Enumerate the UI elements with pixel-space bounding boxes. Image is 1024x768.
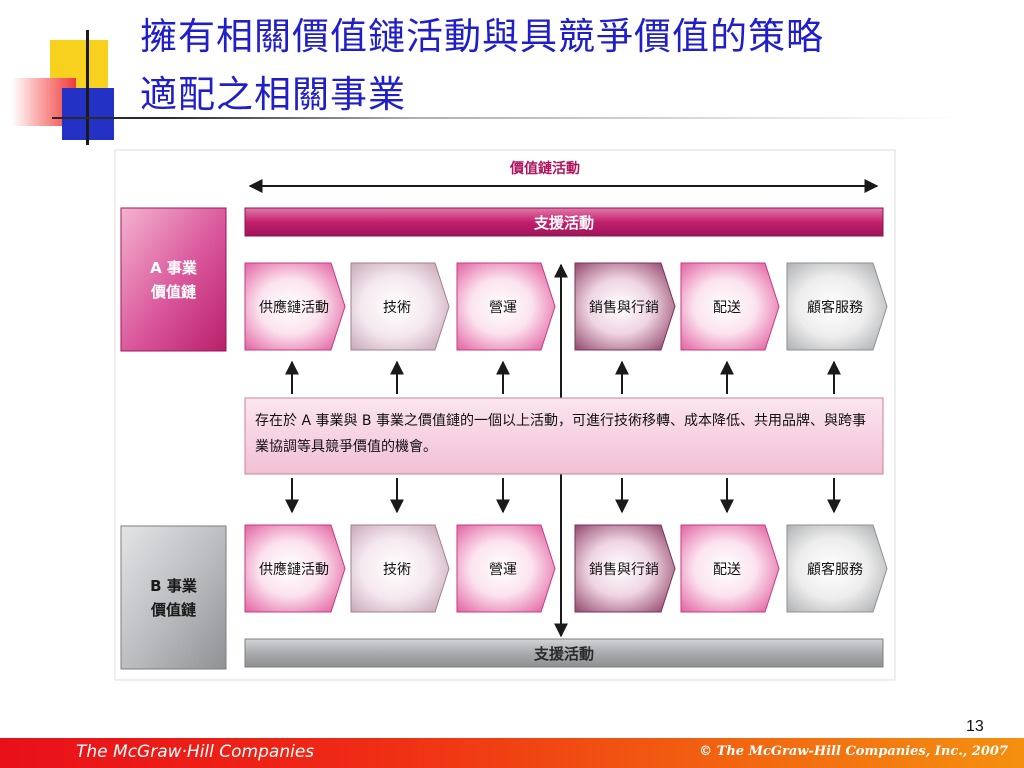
support-banner-bottom	[244, 638, 884, 668]
activity-a-chevron-sales-marketing	[574, 262, 676, 351]
activity-b-technology: 技術	[383, 561, 411, 578]
activity-a-chevron-customer-service	[786, 262, 888, 351]
slide-title-line-1: 擁有相關價值鏈活動與具競爭價值的策略	[140, 15, 824, 58]
activity-b-distribution: 配送	[713, 561, 741, 578]
activity-b-chevron-distribution	[680, 524, 780, 613]
activities-a-group	[244, 262, 888, 351]
support-banner-top	[244, 207, 884, 237]
decor-vertical-line	[86, 30, 89, 145]
activity-b-chevron-technology	[350, 524, 450, 613]
activity-a-distribution: 配送	[713, 299, 741, 316]
activity-link-arrows	[285, 360, 841, 514]
diagram-graphics	[114, 149, 896, 681]
business-b-box	[120, 525, 227, 670]
activity-b-chevron-operations	[456, 524, 556, 613]
business-a-box	[120, 207, 227, 352]
activity-a-customer-service: 顧客服務	[807, 299, 863, 316]
activity-a-technology: 技術	[383, 299, 411, 316]
slide-title-line-2: 適配之相關事業	[140, 73, 406, 116]
business-b-line2: 價值鏈	[150, 600, 196, 619]
page-number: 13	[966, 718, 984, 735]
title-underline	[52, 117, 962, 119]
activity-b-sales-marketing: 銷售與行銷	[589, 561, 659, 578]
activity-a-chevron-operations	[456, 262, 556, 351]
business-b-label: B 事業 價值鏈	[121, 526, 226, 669]
activity-b-supply-chain: 供應鏈活動	[259, 561, 329, 578]
copyright-text: © The McGraw-Hill Companies, Inc., 2007	[699, 744, 1008, 759]
activity-a-supply-chain: 供應鏈活動	[259, 299, 329, 316]
support-activities-top-label: 支援活動	[533, 213, 594, 232]
opportunity-text: 存在於 A 事業與 B 事業之價值鏈的一個以上活動，可進行技術移轉、成本降低、共…	[255, 413, 866, 455]
activity-a-chevron-distribution	[680, 262, 780, 351]
activity-b-chevron-supply-chain	[244, 524, 346, 613]
opportunity-box	[244, 397, 884, 475]
business-b-line1: B 事業	[150, 576, 197, 595]
support-activities-bottom-label: 支援活動	[533, 644, 594, 663]
value-chain-activities-label: 價值鏈活動	[510, 161, 580, 177]
activity-a-chevron-supply-chain	[244, 262, 346, 351]
mcgraw-hill-logo: The McGraw·Hill Companies	[76, 742, 315, 762]
business-a-label: A 事業 價值鏈	[121, 208, 226, 351]
footer-bar: The McGraw·Hill Companies © The McGraw-H…	[0, 738, 1024, 768]
activity-b-customer-service: 顧客服務	[807, 561, 863, 578]
business-a-line1: A 事業	[150, 258, 197, 277]
business-a-line2: 價值鏈	[150, 282, 196, 301]
activity-a-operations: 營運	[489, 299, 517, 316]
activity-b-chevron-sales-marketing	[574, 524, 676, 613]
activity-b-operations: 營運	[489, 561, 517, 578]
activity-a-sales-marketing: 銷售與行銷	[589, 299, 659, 316]
activity-b-chevron-customer-service	[786, 524, 888, 613]
value-chain-diagram: 價值鏈活動 支援活動 支援活動 A 事業 價值鏈 B 事業 價值鏈 供應鏈活動 …	[114, 149, 896, 681]
activities-b-group	[244, 524, 888, 613]
activity-a-chevron-technology	[350, 262, 450, 351]
